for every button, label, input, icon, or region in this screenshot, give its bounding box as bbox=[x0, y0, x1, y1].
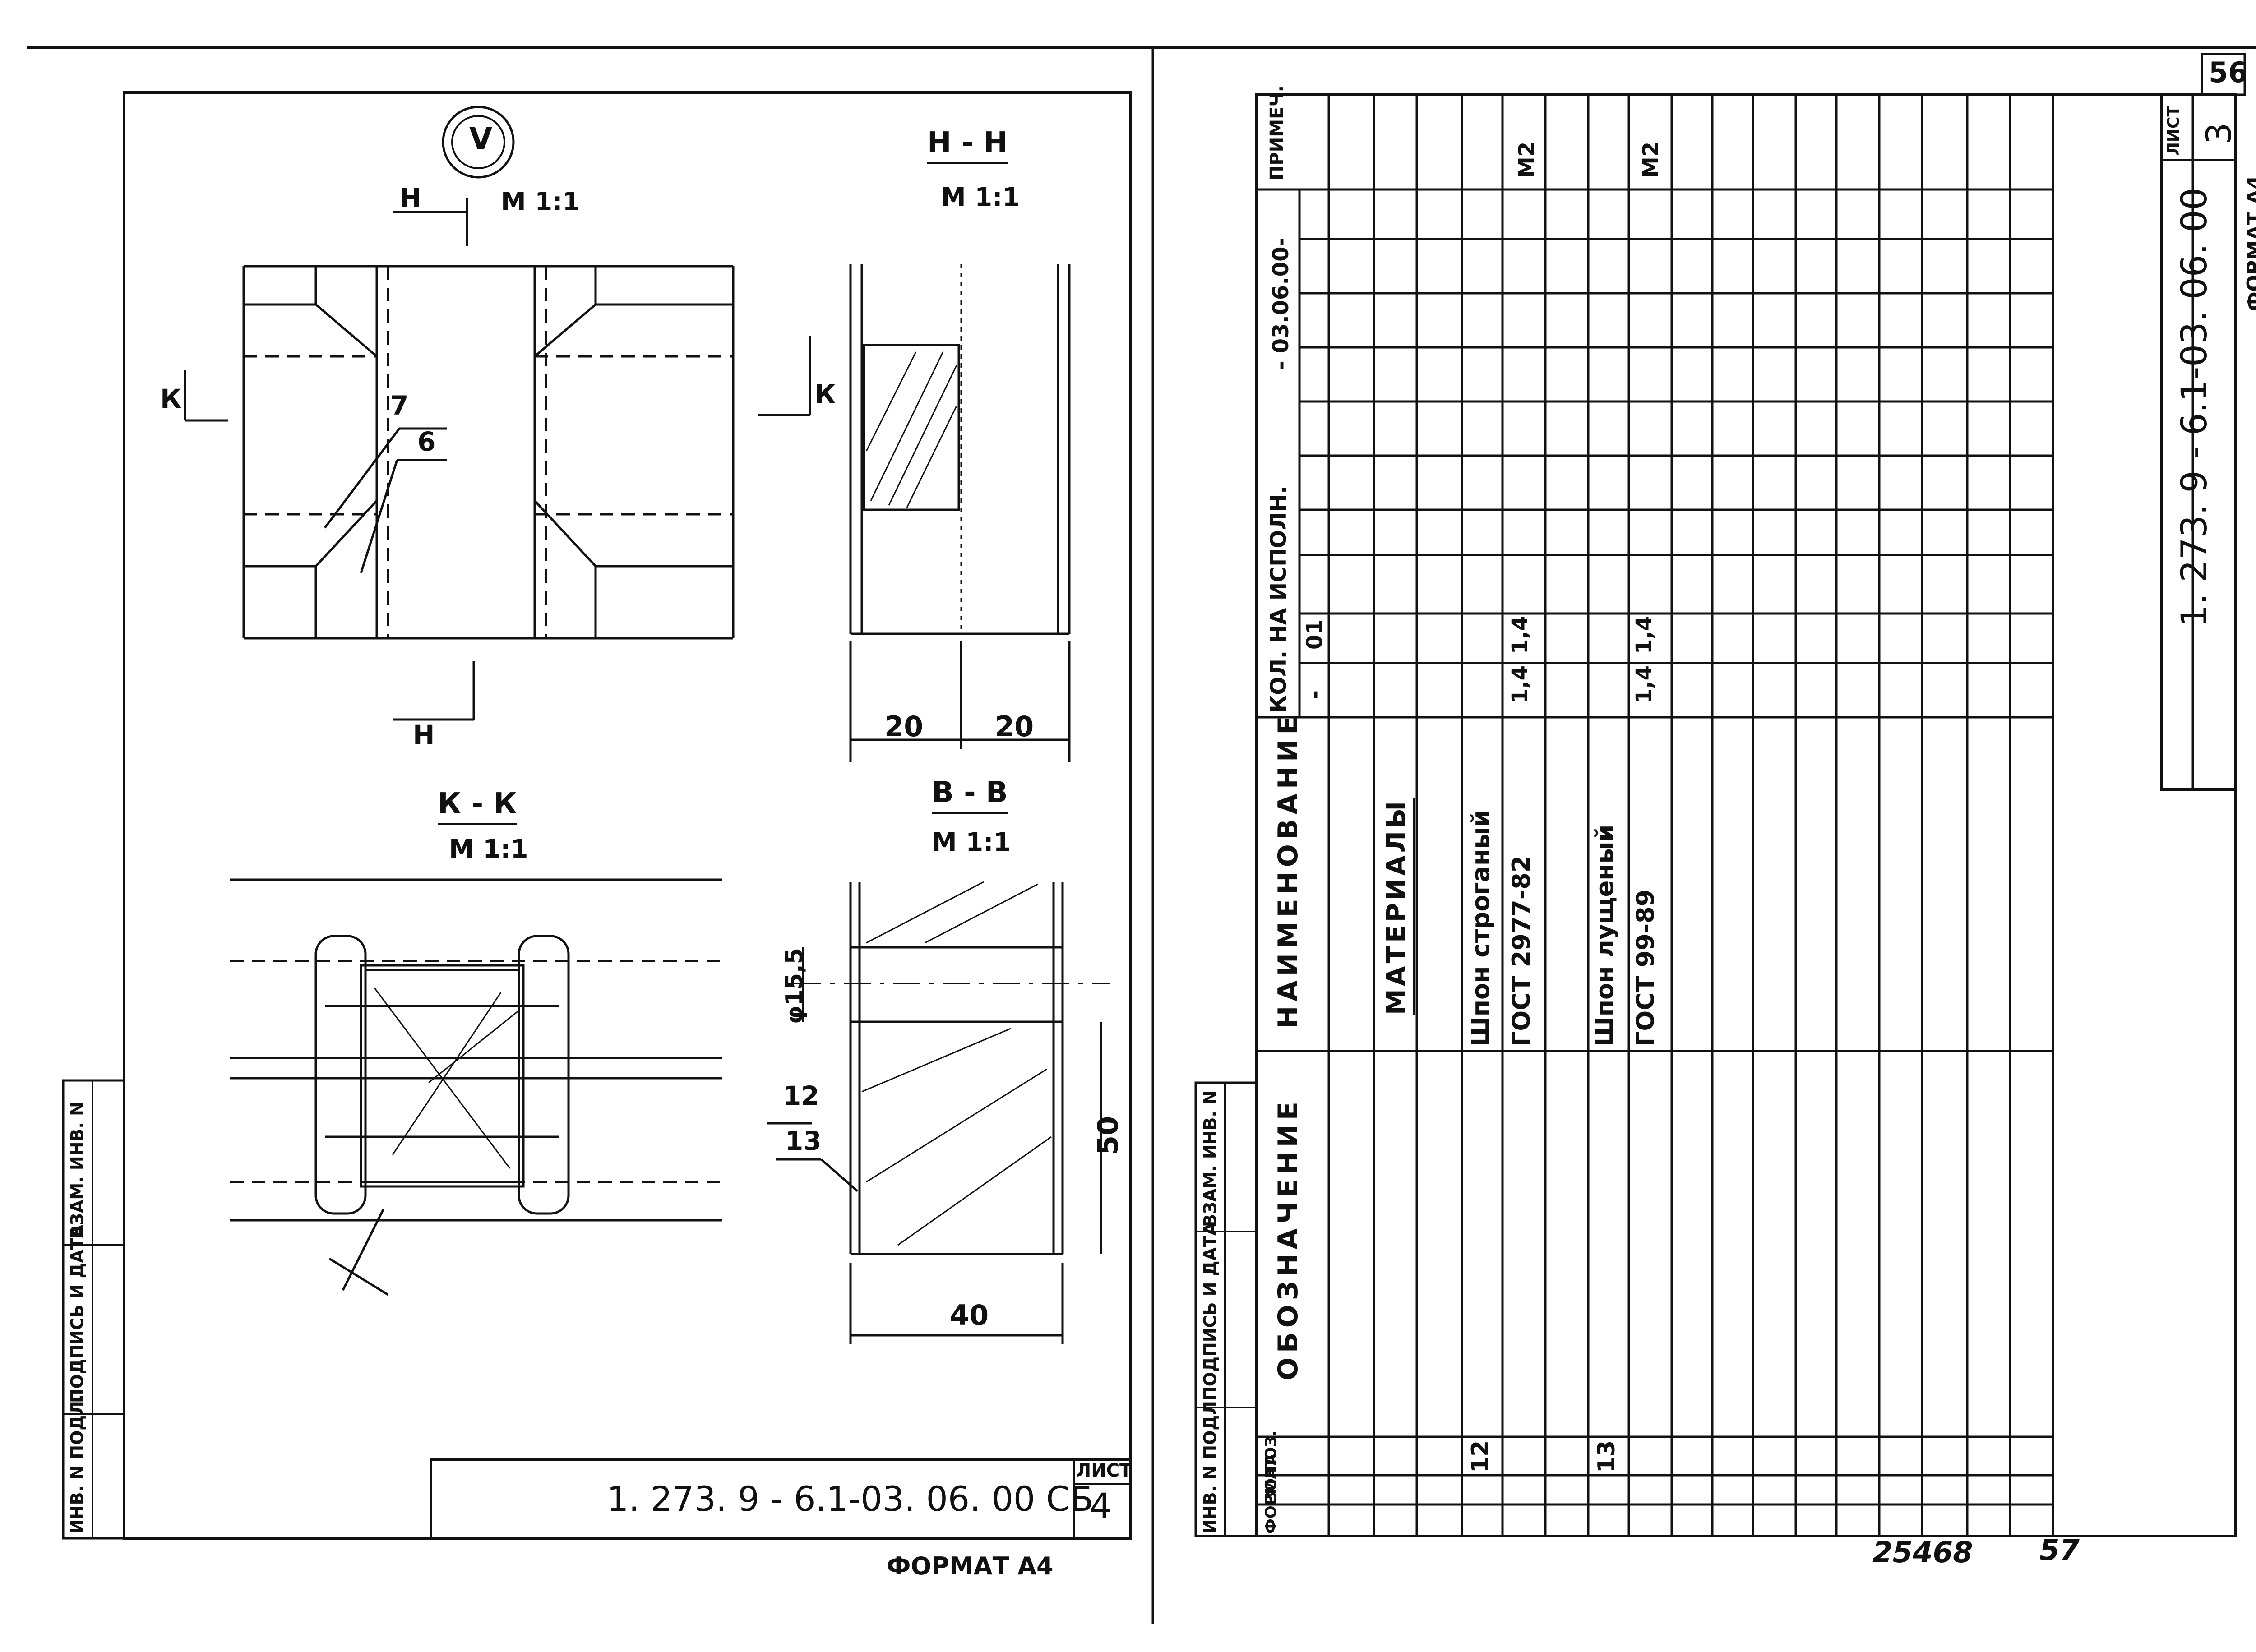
left-stamp-sheet-label: ЛИСТ bbox=[1076, 1460, 1132, 1481]
right-stamp-sheet-label: ЛИСТ bbox=[2164, 105, 2183, 156]
hdr-qty-variant: - 03.06.00- bbox=[1268, 237, 1294, 370]
left-margin-inv: ИНВ. N ПОДЛ. bbox=[67, 1394, 87, 1534]
section-h-top: Н bbox=[399, 183, 421, 213]
section-kk-scale: М 1:1 bbox=[449, 835, 528, 864]
right-stamp-code: 1. 273. 9 - 6.1-03. 06. 00 bbox=[2174, 187, 2215, 627]
hdr-name: НАИМЕНОВАНИЕ bbox=[1272, 711, 1304, 1029]
left-margin-vzam: ВЗАМ. ИНВ. N bbox=[67, 1102, 87, 1238]
view-label: V bbox=[469, 121, 493, 156]
hdr-var-a: - bbox=[1302, 690, 1327, 699]
hdr-var-b: 01 bbox=[1302, 619, 1327, 650]
leader-6: 6 bbox=[417, 426, 436, 457]
row13-note: М2 bbox=[1638, 141, 1664, 178]
right-margin-vzam: ВЗАМ. ИНВ. N bbox=[1200, 1090, 1220, 1227]
row13-qty-a: 1,4 bbox=[1632, 665, 1657, 704]
left-stamp-sheet-no: 4 bbox=[1090, 1486, 1112, 1526]
left-margin-sign: ПОДПИСЬ И ДАТА bbox=[67, 1224, 87, 1403]
hdr-pos: ПОЗ. bbox=[1262, 1430, 1280, 1473]
bottom-number-1: 25468 bbox=[1872, 1536, 1973, 1569]
section-k-right: К bbox=[814, 379, 836, 410]
right-stamp-sheet-no: 3 bbox=[2199, 122, 2239, 144]
row13-name: Шпон лущеный bbox=[1590, 824, 1619, 1047]
hdr-qty: КОЛ. НА ИСПОЛН. bbox=[1266, 485, 1291, 713]
section-k-left: К bbox=[160, 383, 182, 414]
section-h-bottom: Н bbox=[413, 720, 435, 750]
dim-diameter: φ15,5 bbox=[781, 948, 808, 1024]
left-stamp-code: 1. 273. 9 - 6.1-03. 06. 00 СБ bbox=[607, 1479, 1094, 1519]
right-format: ФОРМАТ А4 bbox=[2243, 175, 2256, 311]
dim-50: 50 bbox=[1091, 1116, 1124, 1155]
section-hh-scale: М 1:1 bbox=[941, 183, 1020, 212]
hdr-note: ПРИМЕЧ. bbox=[1267, 85, 1287, 180]
row12-pos: 12 bbox=[1467, 1440, 1494, 1473]
dim-20-b: 20 bbox=[995, 710, 1034, 743]
row12-gost: ГОСТ 2977-82 bbox=[1507, 855, 1535, 1047]
left-format: ФОРМАТ А4 bbox=[887, 1552, 1054, 1580]
row12-name: Шпон строганый bbox=[1466, 810, 1495, 1047]
row13-pos: 13 bbox=[1593, 1440, 1620, 1473]
row12-qty-a: 1,4 bbox=[1507, 665, 1533, 704]
hdr-designation: ОБОЗНАЧЕНИЕ bbox=[1272, 1097, 1304, 1380]
pos-13: 13 bbox=[785, 1126, 822, 1156]
row13-gost: ГОСТ 99-89 bbox=[1631, 889, 1660, 1047]
section-bb-scale: М 1:1 bbox=[932, 828, 1011, 857]
dim-20-a: 20 bbox=[884, 710, 924, 743]
section-bb-title: В - В bbox=[932, 778, 1008, 814]
view-scale: M 1:1 bbox=[501, 187, 580, 217]
row12-note: М2 bbox=[1514, 141, 1539, 178]
bottom-number-2: 57 bbox=[2039, 1534, 2080, 1567]
row12-qty-b: 1,4 bbox=[1507, 615, 1533, 654]
section-hh-title: Н - Н bbox=[927, 129, 1008, 164]
row13-qty-b: 1,4 bbox=[1632, 615, 1657, 654]
leader-7: 7 bbox=[390, 390, 409, 421]
dim-40: 40 bbox=[950, 1299, 989, 1332]
page-number: 56 bbox=[2209, 56, 2248, 89]
right-margin-inv: ИНВ. N ПОДЛ. bbox=[1200, 1394, 1220, 1534]
pos-12: 12 bbox=[783, 1080, 819, 1111]
row-materials-name: МАТЕРИАЛЫ bbox=[1381, 798, 1415, 1015]
right-margin-sign: ПОДПИСЬ И ДАТА bbox=[1200, 1222, 1220, 1401]
section-kk-title: К - К bbox=[438, 789, 517, 825]
